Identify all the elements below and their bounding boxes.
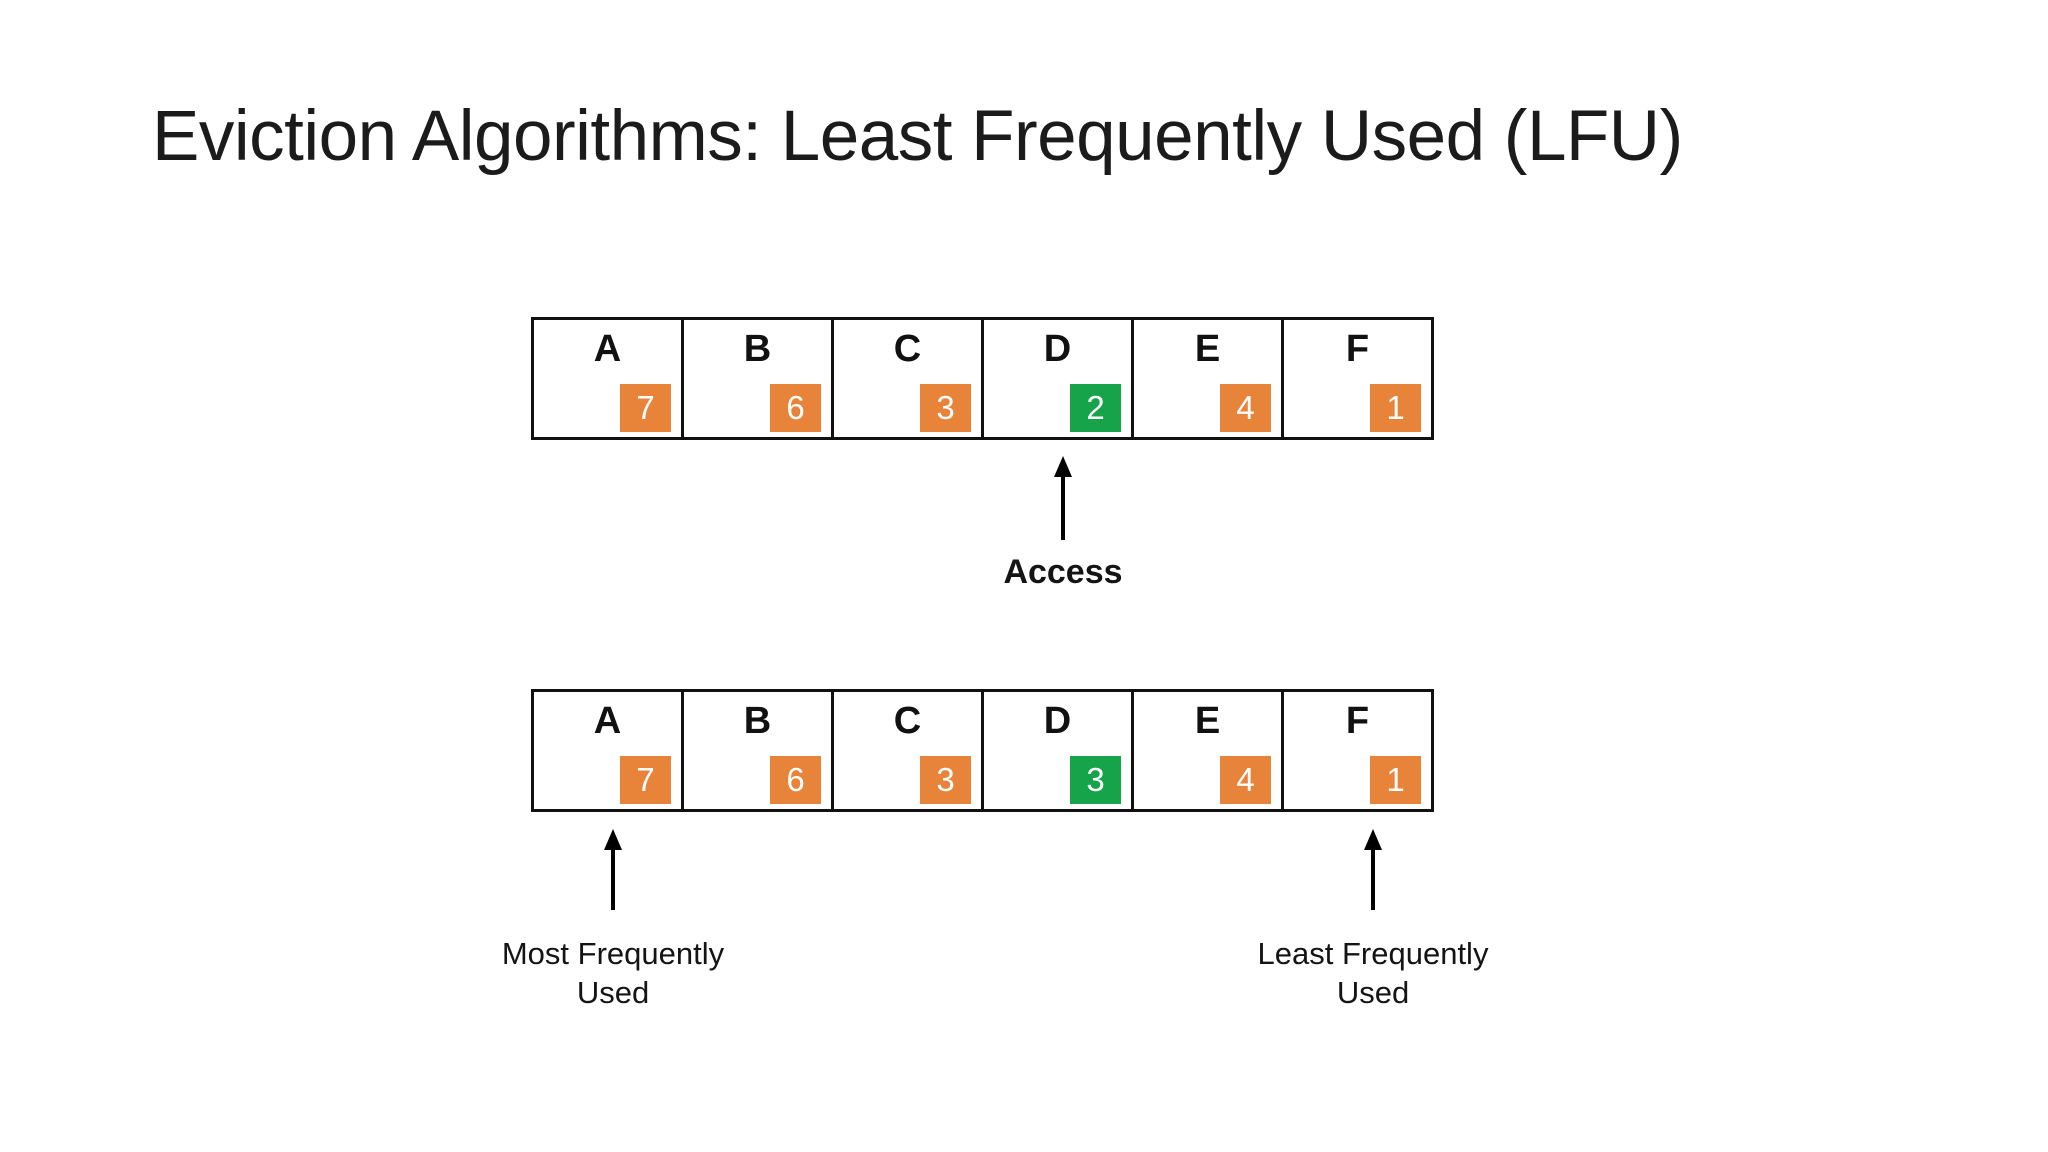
- most-frequently-used-label: Most Frequently Used: [453, 934, 773, 1012]
- cache-cell-label: A: [593, 700, 622, 742]
- cache-cell-label: C: [893, 700, 922, 742]
- arrowhead-icon: [604, 829, 622, 850]
- cache-cell-f-before: F 1: [1284, 320, 1431, 437]
- cache-cell-c-before: C 3: [834, 320, 984, 437]
- slide-title: Eviction Algorithms: Least Frequently Us…: [152, 97, 1683, 176]
- arrowhead-icon: [1054, 456, 1072, 477]
- frequency-count-badge-accessed: 3: [1070, 756, 1121, 804]
- cache-cell-label: E: [1194, 328, 1221, 370]
- cache-cell-c-after: C 3: [834, 692, 984, 809]
- cache-row-after-access: A 7 B 6 C 3 D 3 E 4 F 1: [531, 689, 1434, 812]
- most-frequently-used-label-line1: Most Frequently: [501, 936, 725, 971]
- cache-cell-e-after: E 4: [1134, 692, 1284, 809]
- cache-cell-d-before: D 2: [984, 320, 1134, 437]
- cache-cell-d-after: D 3: [984, 692, 1134, 809]
- cache-cell-f-after: F 1: [1284, 692, 1431, 809]
- cache-row-before-access: A 7 B 6 C 3 D 2 E 4 F 1: [531, 317, 1434, 440]
- cache-cell-label: B: [743, 700, 772, 742]
- most-frequently-used-label-line2: Used: [576, 975, 650, 1010]
- frequency-count-badge: 1: [1370, 384, 1421, 432]
- cache-cell-label: E: [1194, 700, 1221, 742]
- arrow-shaft: [1061, 477, 1065, 540]
- frequency-count-badge: 7: [620, 384, 671, 432]
- most-frequently-used-arrow: [604, 829, 622, 910]
- frequency-count-badge: 4: [1220, 756, 1271, 804]
- cache-cell-b-after: B 6: [684, 692, 834, 809]
- least-frequently-used-label: Least Frequently Used: [1213, 934, 1533, 1012]
- cache-cell-b-before: B 6: [684, 320, 834, 437]
- cache-cell-a-before: A 7: [534, 320, 684, 437]
- cache-cell-a-after: A 7: [534, 692, 684, 809]
- frequency-count-badge: 4: [1220, 384, 1271, 432]
- arrow-shaft: [611, 850, 615, 910]
- cache-cell-label: D: [1043, 700, 1072, 742]
- frequency-count-badge: 1: [1370, 756, 1421, 804]
- frequency-count-badge: 3: [920, 384, 971, 432]
- least-frequently-used-arrow: [1364, 829, 1382, 910]
- cache-cell-label: C: [893, 328, 922, 370]
- least-frequently-used-label-line1: Least Frequently: [1257, 936, 1489, 971]
- arrowhead-icon: [1364, 829, 1382, 850]
- cache-cell-label: D: [1043, 328, 1072, 370]
- cache-cell-label: B: [743, 328, 772, 370]
- arrow-shaft: [1371, 850, 1375, 910]
- cache-cell-label: A: [593, 328, 622, 370]
- cache-cell-label: F: [1345, 700, 1370, 742]
- access-label: Access: [1003, 553, 1123, 591]
- frequency-count-badge-accessed: 2: [1070, 384, 1121, 432]
- frequency-count-badge: 3: [920, 756, 971, 804]
- access-arrow: [1054, 456, 1072, 540]
- frequency-count-badge: 7: [620, 756, 671, 804]
- least-frequently-used-label-line2: Used: [1336, 975, 1410, 1010]
- frequency-count-badge: 6: [770, 756, 821, 804]
- frequency-count-badge: 6: [770, 384, 821, 432]
- cache-cell-label: F: [1345, 328, 1370, 370]
- cache-cell-e-before: E 4: [1134, 320, 1284, 437]
